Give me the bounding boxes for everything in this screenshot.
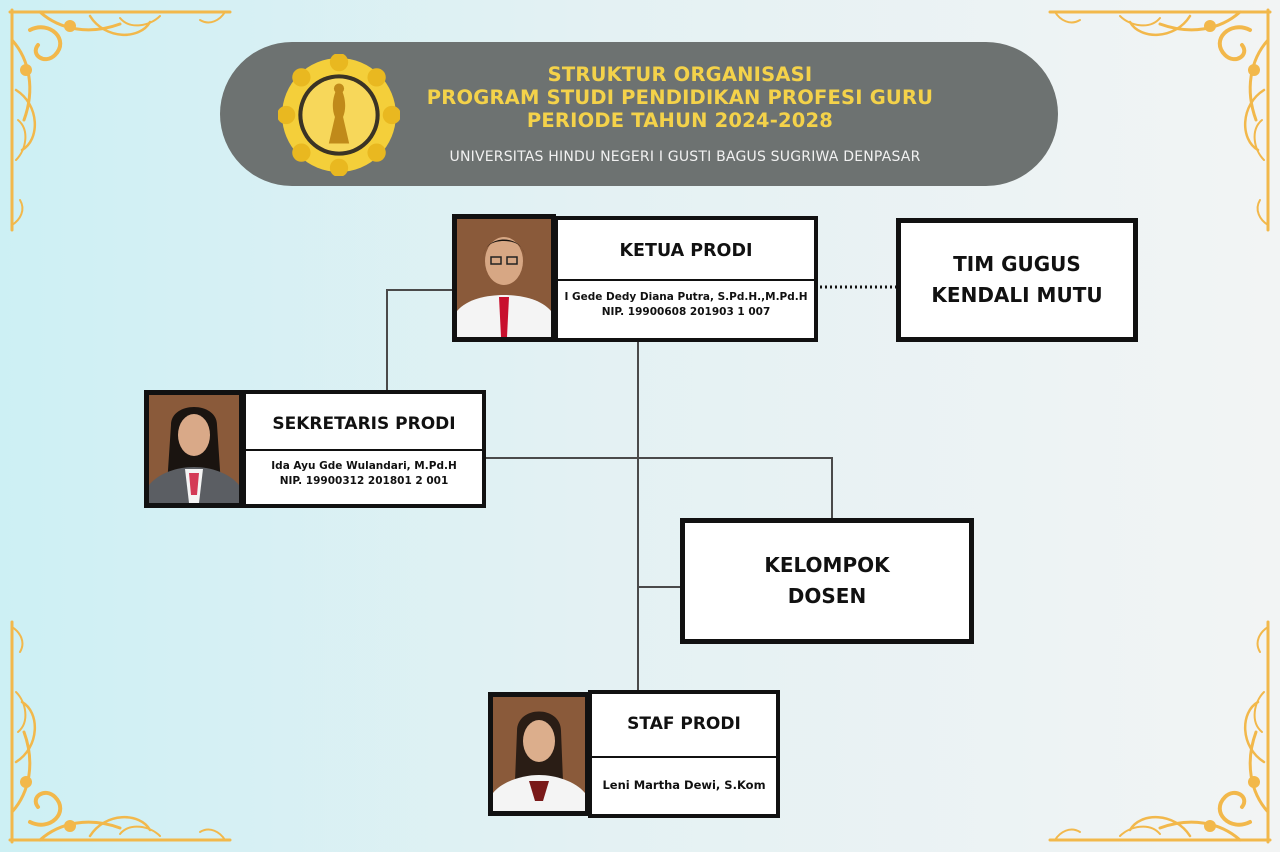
university-name: UNIVERSITAS HINDU NEGERI I GUSTI BAGUS S… (449, 149, 921, 165)
page-title: STRUKTUR ORGANISASI PROGRAM STUDI PENDID… (400, 63, 960, 132)
info-box: SEKRETARIS PRODI Ida Ayu Gde Wulandari, … (242, 390, 486, 508)
person-name: I Gede Dedy Diana Putra, S.Pd.H.,M.Pd.H (564, 291, 808, 303)
person-name: Leni Martha Dewi, S.Kom (602, 778, 766, 792)
node-label: KELOMPOK (764, 553, 890, 577)
person-nip: NIP. 19900312 201801 2 001 (279, 475, 449, 487)
person-details: Ida Ayu Gde Wulandari, M.Pd.H NIP. 19900… (246, 459, 482, 489)
info-box: STAF PRODI Leni Martha Dewi, S.Kom (588, 690, 780, 818)
title-line: PERIODE TAHUN 2024-2028 (526, 109, 834, 132)
info-box: KETUA PRODI I Gede Dedy Diana Putra, S.P… (554, 216, 818, 342)
node-tim-gugus-kendali-mutu: TIM GUGUS KENDALI MUTU (896, 218, 1138, 342)
person-photo-icon (488, 692, 590, 816)
connector-line (486, 457, 833, 520)
person-name: Ida Ayu Gde Wulandari, M.Pd.H (271, 460, 457, 472)
node-kelompok-dosen: KELOMPOK DOSEN (680, 518, 974, 644)
title-line: PROGRAM STUDI PENDIDIKAN PROFESI GURU (426, 86, 934, 109)
person-nip: NIP. 19900608 201903 1 007 (601, 306, 771, 318)
person-photo-icon (144, 390, 244, 508)
node-label: TIM GUGUS (953, 252, 1081, 276)
university-seal-icon (276, 52, 402, 178)
person-details: Leni Martha Dewi, S.Kom (592, 778, 776, 793)
connector-line (386, 289, 456, 392)
node-label: DOSEN (787, 584, 867, 608)
title-line: STRUKTUR ORGANISASI (547, 63, 813, 86)
role-title: STAF PRODI (592, 694, 776, 758)
node-label: KENDALI MUTU (931, 283, 1103, 307)
role-title: KETUA PRODI (558, 220, 814, 281)
role-title: SEKRETARIS PRODI (246, 394, 482, 451)
person-details: I Gede Dedy Diana Putra, S.Pd.H.,M.Pd.H … (558, 290, 814, 320)
person-photo-icon (452, 214, 556, 342)
